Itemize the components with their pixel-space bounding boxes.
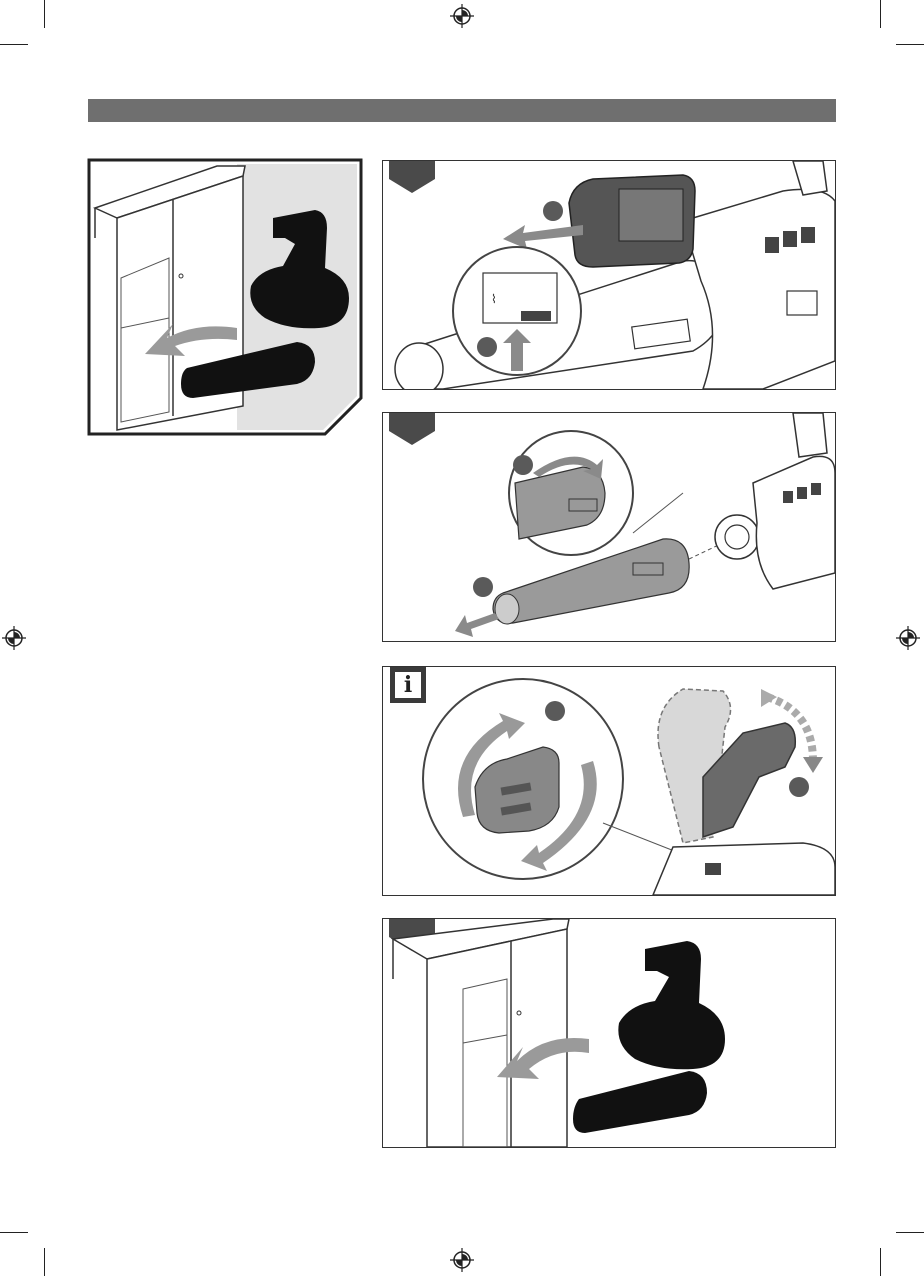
blower-tube-removal-icon (383, 413, 835, 641)
step-remove-tube-panel (382, 412, 836, 642)
handle-fold-icon (383, 667, 835, 895)
crop-mark (880, 0, 881, 28)
crop-mark (0, 44, 28, 45)
info-fold-handle-panel: i (382, 666, 836, 896)
battery-removal-icon: ⌇ (383, 161, 835, 389)
step-store-blower-panel (382, 918, 836, 1148)
svg-text:⌇: ⌇ (491, 292, 497, 306)
storage-cabinet-blower-icon (383, 919, 835, 1147)
crop-mark (896, 1232, 924, 1233)
crop-mark (880, 1248, 881, 1276)
storage-cabinet-blower-icon (87, 158, 363, 436)
registration-mark-icon (2, 626, 26, 650)
registration-mark-icon (896, 626, 920, 650)
crop-mark (44, 0, 45, 28)
registration-mark-icon (450, 4, 474, 28)
step-remove-battery-panel: ⌇ (382, 160, 836, 390)
registration-mark-icon (450, 1248, 474, 1272)
crop-mark (44, 1248, 45, 1276)
crop-mark (0, 1232, 28, 1233)
crop-mark (896, 44, 924, 45)
storage-overview-panel (87, 158, 363, 436)
section-header-bar (88, 99, 836, 122)
